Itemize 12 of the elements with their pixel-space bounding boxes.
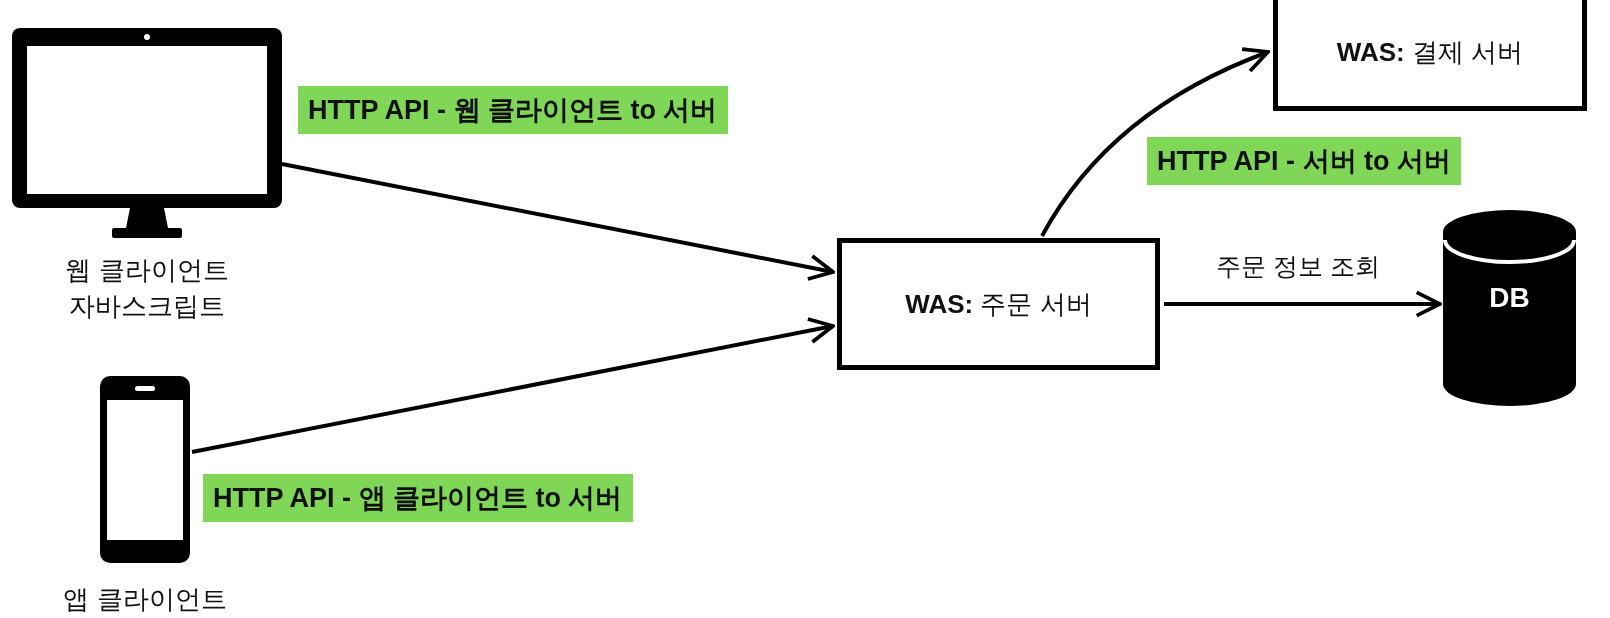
edge-label: HTTP API - 웹 클라이언트 to 서버	[298, 86, 728, 134]
edge-label: HTTP API - 서버 to 서버	[1147, 137, 1461, 185]
server-box: WAS: 주문 서버	[837, 238, 1160, 370]
edge-label: HTTP API - 앱 클라이언트 to 서버	[203, 474, 633, 522]
arrow	[191, 317, 835, 454]
server-box: WAS: 결제 서버	[1273, 0, 1587, 111]
node-label: 웹 클라이언트 자바스크립트	[64, 254, 230, 323]
arrow	[1040, 47, 1270, 237]
node-label: 앱 클라이언트	[62, 583, 228, 616]
arrow	[281, 162, 835, 281]
database-cylinder: DB	[1443, 210, 1576, 406]
arrow	[1164, 290, 1442, 318]
